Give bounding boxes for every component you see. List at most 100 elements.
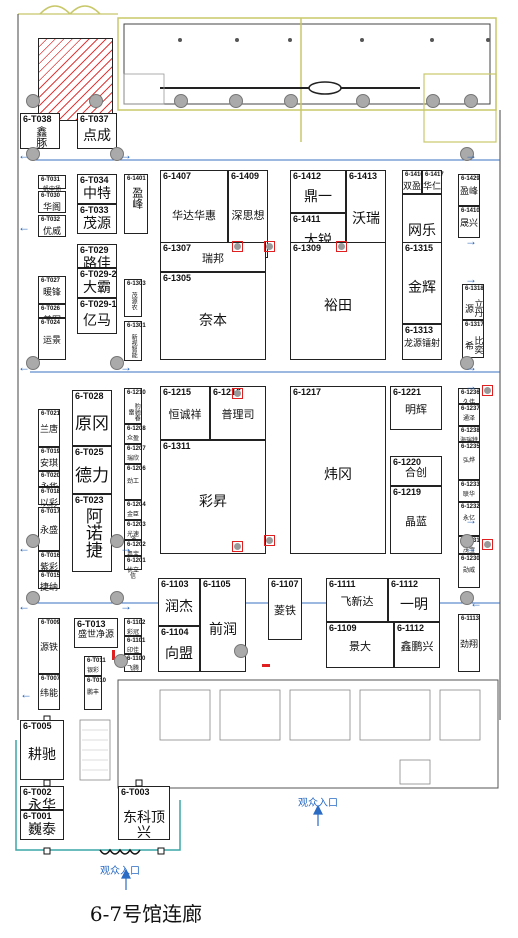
pillar-marker [110,534,124,548]
booth-id: 6-T005 [23,721,52,731]
booth-id: 6-T016 [41,553,61,559]
booth-id: 6-T015 [41,573,61,579]
booth[interactable]: 6-T026美图 [38,304,66,325]
pillar-marker [110,356,124,370]
pillar-marker [174,94,188,108]
booth-name: 耕驰 [28,746,56,762]
booth[interactable]: 6-1203光速通 [124,520,146,544]
booth-id: 6-T013 [77,619,106,629]
booth-name: 茂源农 [130,292,137,310]
booth-id: 6-T017 [41,509,61,515]
booth-name: 久伟 [462,400,475,406]
flow-arrow-right-icon: → [120,360,132,374]
booth-name: 华阁 [42,202,61,212]
booth-name: 金辉 [408,279,436,295]
booth-id: 6-1107 [271,579,299,589]
booth[interactable]: 6-T020永华 [38,471,60,492]
booth-id: 6-1309 [293,243,322,253]
booth[interactable]: 6-T005 耕驰 [20,720,64,780]
booth-id: 6-1413 [349,171,378,181]
flow-arrow-right-icon: → [465,360,477,374]
booth-id: 6-1208 [127,426,146,432]
booth-id: 6-1235 [461,444,480,450]
booth-id: 6-1112 [391,579,419,589]
booth-id: 6-1221 [393,387,422,397]
booth-id: 6-1411 [293,214,321,224]
